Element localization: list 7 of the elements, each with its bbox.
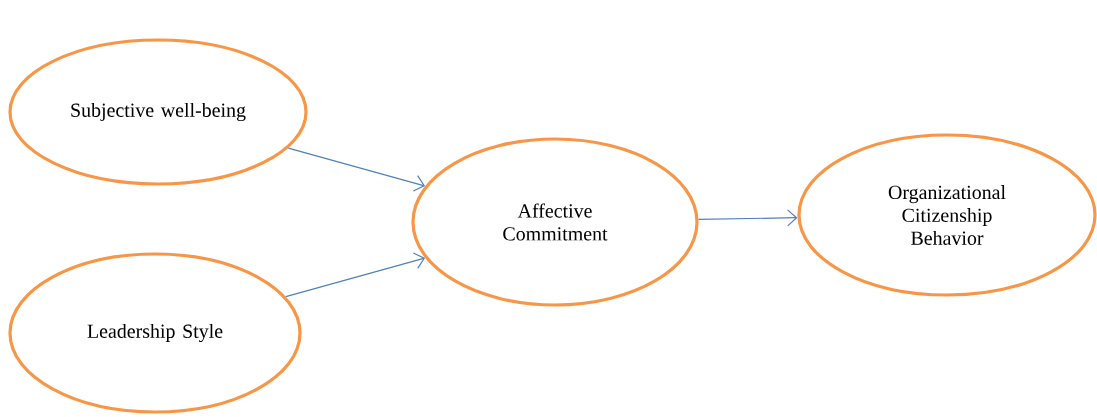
- ellipse-node: Affective Commitment: [411, 137, 699, 307]
- ellipse-node: Organizational Citizenship Behavior: [797, 133, 1097, 297]
- arrow: [285, 252, 426, 298]
- arrow: [287, 147, 426, 192]
- ellipse-node: Subjective well-being: [8, 38, 308, 186]
- arrow: [697, 209, 798, 227]
- ellipse-node: Leadership Style: [8, 252, 302, 414]
